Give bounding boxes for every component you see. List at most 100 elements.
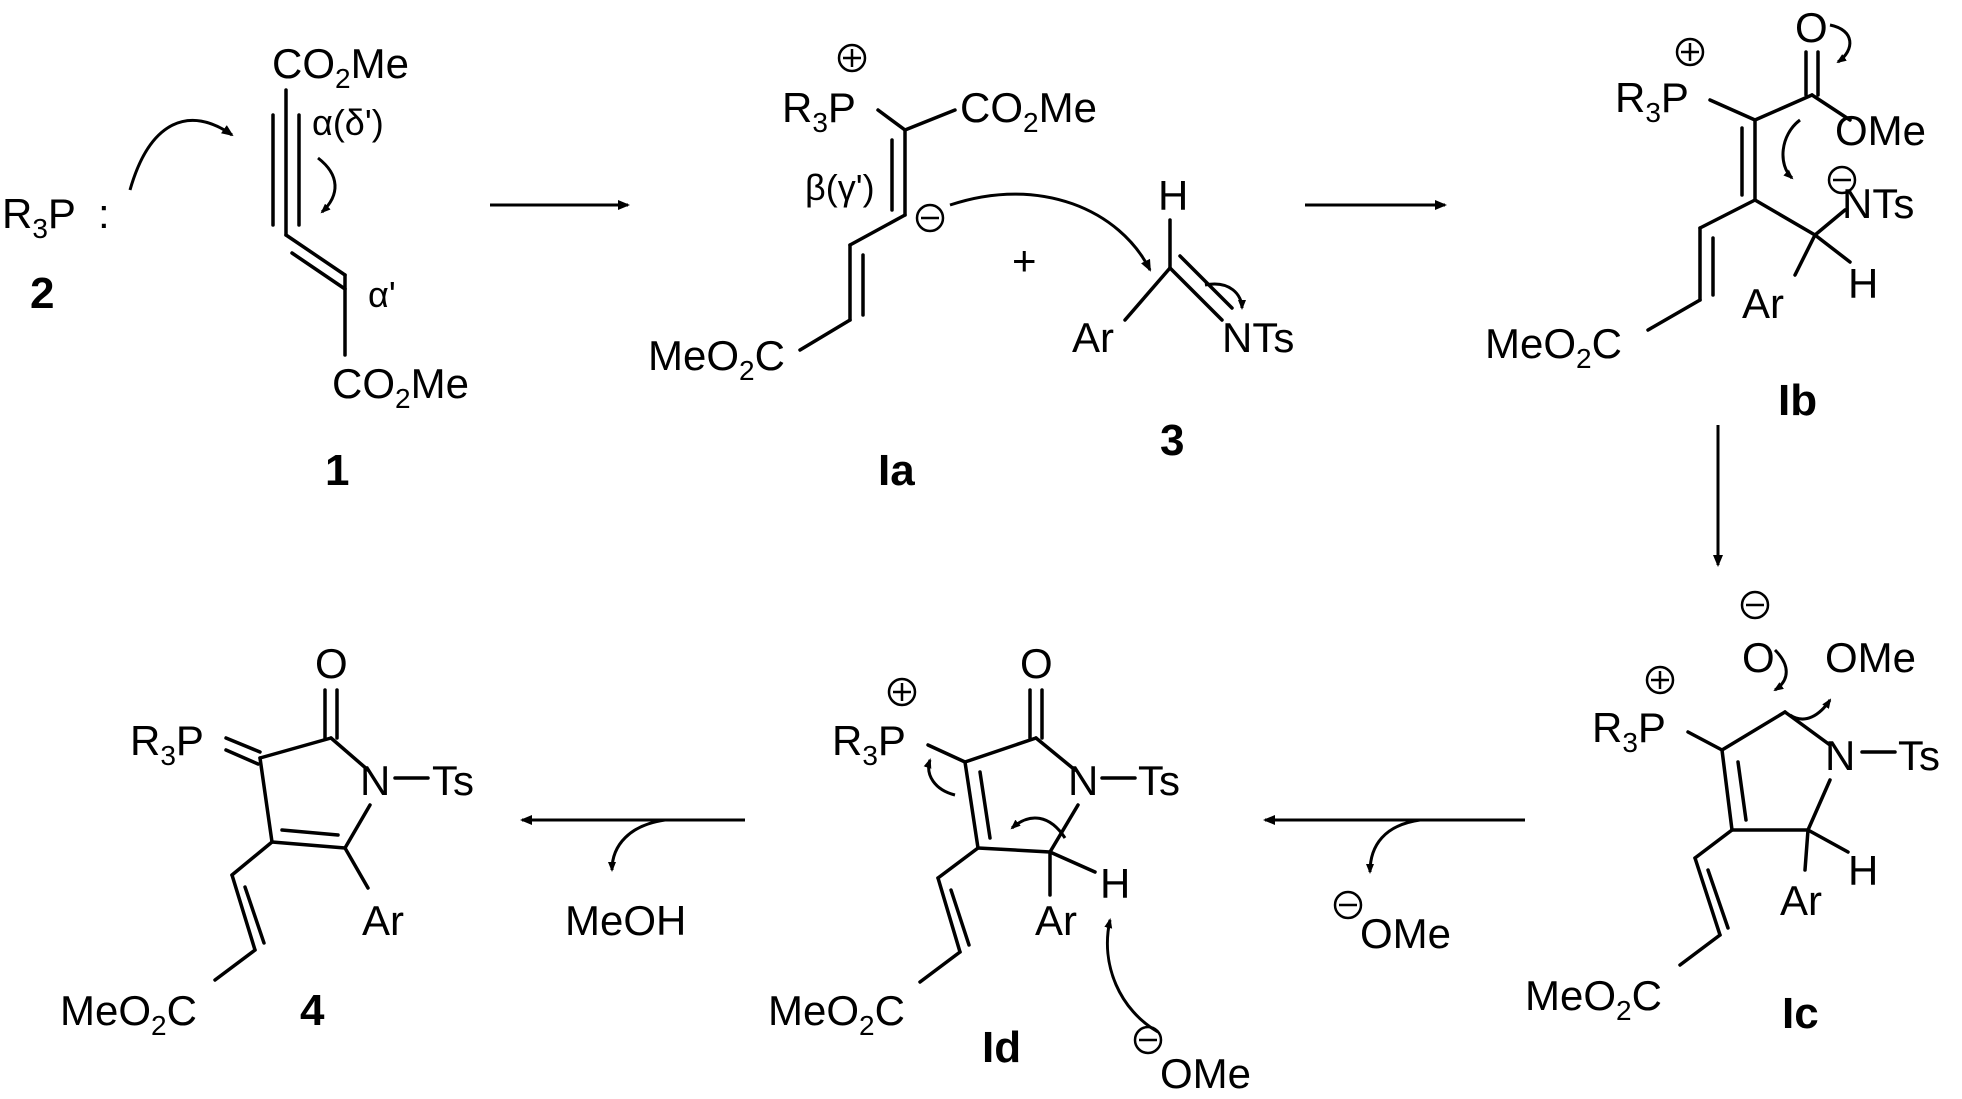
ar-Ic: Ar — [1780, 877, 1822, 924]
ring-alkene-double-4 — [280, 828, 340, 837]
ring-alkene-Ic — [1720, 748, 1734, 832]
ring-bond-Id-4 — [976, 846, 1052, 854]
meo2c-Ia: MeO2C — [648, 332, 785, 386]
chain-bond-Ic-1 — [1693, 828, 1734, 860]
c-h-bond-Ic — [1806, 828, 1850, 854]
meo2c-Ic: MeO2C — [1525, 972, 1662, 1026]
alkoxide-o-Ic: O — [1742, 634, 1775, 681]
ring-bond-Ic-3 — [1806, 778, 1832, 832]
negative-charge-Ic — [1740, 590, 1770, 620]
nts-Ib: NTs — [1842, 180, 1914, 227]
plus-sign: + — [1012, 237, 1037, 284]
compound-label-Ib: Ib — [1778, 376, 1817, 425]
ring-bond-4-1 — [258, 736, 333, 760]
chain-bond-4-2 — [230, 873, 257, 952]
chain-bond-Id-1 — [936, 846, 980, 880]
p-c-double-4 — [224, 736, 262, 754]
ring-bond-Ic-1 — [1720, 710, 1787, 752]
carbonyl-o-4: O — [315, 640, 348, 687]
carbonyl-o-Id: O — [1020, 640, 1053, 687]
r3p-Id: R3P — [832, 717, 906, 771]
alpha-prime-label: α' — [368, 274, 396, 315]
meo2c-Id: MeO2C — [768, 987, 905, 1041]
c-ar-bond-Ib — [1793, 233, 1817, 277]
attack-arrow-Ia-to-3 — [949, 192, 1152, 272]
positive-charge-Ic — [1645, 665, 1675, 695]
c-ome-bond-Ib — [1810, 93, 1852, 122]
r3p-Ic: R3P — [1592, 704, 1666, 758]
c-ar-bond-Ic — [1803, 828, 1810, 872]
compound-number-1: 1 — [325, 446, 349, 495]
ar-3: Ar — [1072, 314, 1114, 361]
beta-gamma-label: β(γ') — [805, 167, 875, 208]
methoxide-base: OMe — [1160, 1050, 1251, 1097]
c-n-double-3 — [1178, 254, 1234, 310]
alkoxide-arrow-Ic — [1773, 648, 1788, 692]
meoh-loss-arrow — [608, 818, 666, 872]
methoxide-attack-arrow — [1104, 918, 1159, 1034]
chain-bond-Ib-3 — [1646, 298, 1702, 332]
positive-charge-Ia — [837, 43, 867, 73]
negative-charge-methoxide-2 — [1133, 1025, 1163, 1055]
methoxide-loss-arrow — [1366, 818, 1421, 874]
p-c-bond-Id — [926, 743, 967, 764]
ring-bond-4-3 — [343, 803, 372, 850]
compound-number-3: 3 — [1160, 416, 1184, 465]
ts-Id: Ts — [1138, 757, 1180, 804]
alpha-delta-label: α(δ') — [312, 102, 384, 143]
ring-bond-Id-2 — [1034, 736, 1077, 772]
compound-3-imine: H Ar NTs 3 — [1072, 172, 1294, 465]
negative-charge-Ia — [915, 203, 945, 233]
ring-alkene-double-Id — [978, 770, 992, 840]
intermediate-Id: O R3P N Ts H Ar MeO2C Id OMe — [768, 640, 1251, 1097]
r3p-4: R3P — [130, 717, 204, 771]
n-Id: N — [1068, 757, 1098, 804]
ome-Ib: OMe — [1835, 107, 1926, 154]
negative-charge-methoxide-1 — [1333, 890, 1363, 920]
ar-Ib: Ar — [1742, 280, 1784, 327]
imine-h: H — [1158, 172, 1188, 219]
methoxide-leaving-arrow-Ic — [1789, 698, 1832, 721]
c-h-bond-Ib — [1813, 233, 1852, 264]
c-n-bond-3 — [1168, 266, 1224, 322]
ring-bond-Id-1 — [963, 736, 1038, 764]
meo2c-4: MeO2C — [60, 987, 197, 1041]
ring-bond-4-4 — [258, 756, 274, 844]
intermediate-Ia: R3P CO2Me β(γ') MeO2C Ia — [648, 43, 1152, 495]
product-4-pyrrolone: O R3P N Ts Ar MeO2C 4 — [60, 640, 474, 1041]
r3p-label: R3P — [2, 190, 76, 244]
meoh-byproduct: MeOH — [565, 897, 686, 944]
c-ar-bond-3 — [1123, 266, 1172, 322]
ylide-arrow-Id — [923, 758, 956, 797]
h-Ic: H — [1848, 847, 1878, 894]
c-c-bond-Ib — [1753, 93, 1814, 122]
ring-alkene-double-Ic — [1736, 760, 1748, 822]
ring-bond-4-2 — [329, 736, 370, 772]
lone-pair-colon: : — [98, 190, 110, 237]
deprotonation-arrow-Id — [1010, 816, 1067, 839]
h-Id: H — [1100, 860, 1130, 907]
p-c-bond-Ic — [1686, 730, 1724, 752]
p-c-double-4-2 — [224, 748, 260, 766]
positive-charge-Id — [887, 677, 917, 707]
c-co2me-bond-Ia — [903, 108, 957, 132]
positive-charge-Ib — [1675, 37, 1705, 67]
nts-3: NTs — [1222, 314, 1294, 361]
intermediate-Ib: R3P O OMe NTs H Ar MeO2C Ib — [1485, 4, 1926, 425]
h-Ib: H — [1848, 260, 1878, 307]
imine-electron-arrow — [1204, 282, 1246, 310]
p-c-bond-Ia — [876, 108, 907, 132]
intermediate-Ic: O OMe R3P N Ts H Ar MeO2C Ic — [1525, 590, 1940, 1038]
chain-bond-Ic-2 — [1693, 856, 1722, 937]
compound-label-Ic: Ic — [1782, 989, 1819, 1038]
n-Ic: N — [1825, 732, 1855, 779]
c-n-bond-Ib — [1813, 208, 1847, 237]
ring-bond-Ic-2 — [1783, 710, 1832, 747]
ring-alkene-Id — [963, 760, 980, 850]
n-4: N — [360, 757, 390, 804]
compound-label-Id: Id — [982, 1023, 1021, 1072]
carbonyl-arrow-Ib — [1829, 23, 1852, 64]
ar-Id: Ar — [1035, 897, 1077, 944]
methoxide-leaving: OMe — [1360, 910, 1451, 957]
p-c-bond-Ib — [1708, 98, 1757, 122]
